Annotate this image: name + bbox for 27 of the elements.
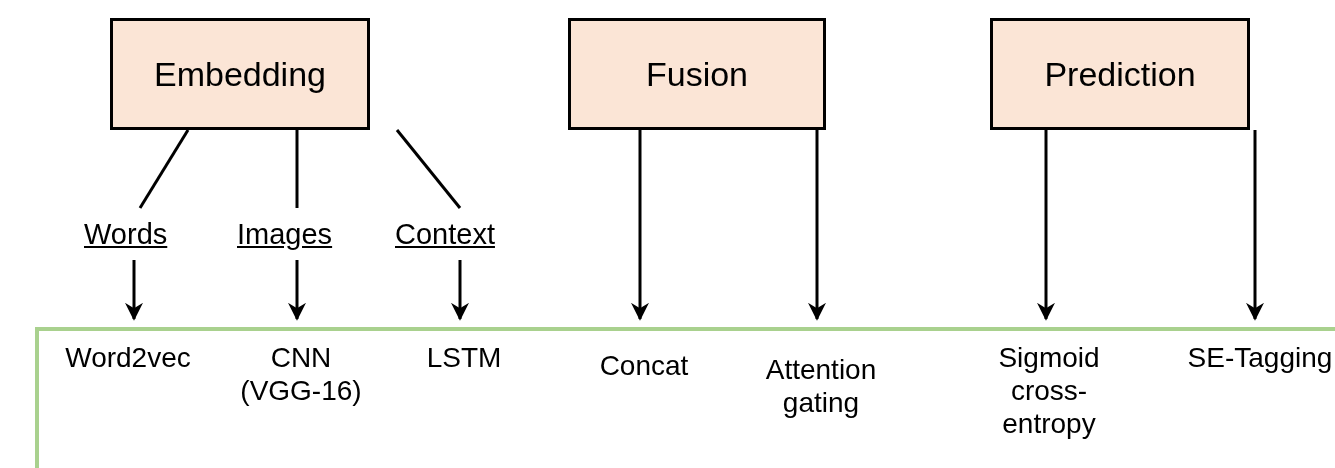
category-label: Images	[237, 218, 333, 250]
arrow	[451, 260, 469, 321]
arrow	[288, 260, 306, 321]
method-label: CNN (VGG-16)	[240, 342, 362, 407]
method-label: SE-Tagging	[1187, 342, 1333, 373]
arrow	[808, 130, 826, 321]
category-label: Context	[395, 218, 495, 250]
method-label: Attention gating	[765, 354, 877, 419]
connector-line	[395, 129, 462, 209]
method-label: Sigmoid cross-entropy	[998, 342, 1100, 440]
arrow	[125, 260, 143, 321]
method-label: Concat	[599, 350, 689, 381]
connector-line	[138, 129, 190, 209]
method-label: Word2vec	[65, 342, 191, 373]
category-label: Words	[84, 218, 168, 250]
connector-line	[295, 130, 299, 208]
method-label: LSTM	[426, 342, 502, 373]
arrow	[631, 130, 649, 321]
stage-box	[568, 18, 826, 130]
arrow	[1246, 130, 1264, 321]
stage-box	[990, 18, 1250, 130]
stage-title: Prediction	[1044, 54, 1196, 94]
arrow	[1037, 130, 1055, 321]
stage-box	[110, 18, 370, 130]
stage-title: Fusion	[645, 54, 749, 94]
stage-title: Embedding	[154, 54, 326, 94]
container-box	[35, 327, 1335, 468]
